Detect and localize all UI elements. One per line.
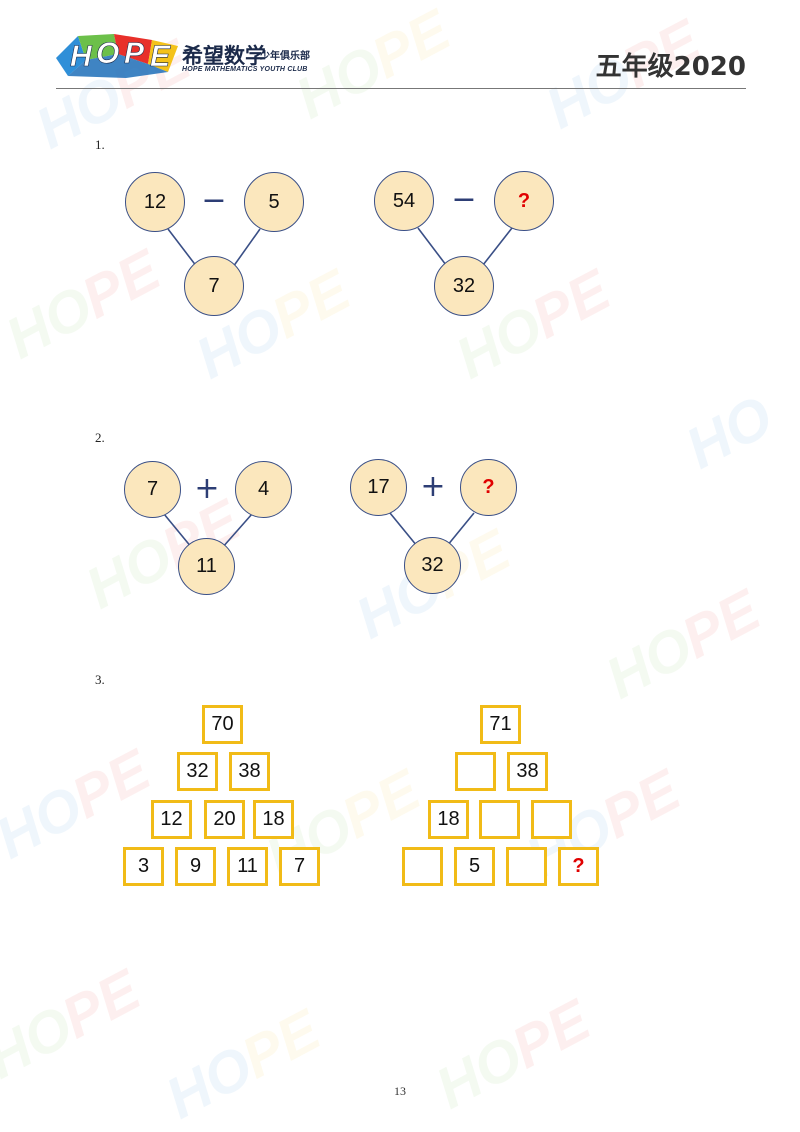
connector-line xyxy=(167,228,198,268)
pyramid-cell: 70 xyxy=(202,705,243,744)
logo-letter-e: E xyxy=(150,40,171,73)
figure-circle-left: 7 xyxy=(124,461,181,518)
connector-line xyxy=(482,227,513,266)
pyramid-cell: 11 xyxy=(227,847,268,886)
pyramid-cell: 18 xyxy=(253,800,294,839)
pyramid-cell: 18 xyxy=(428,800,469,839)
logo-letter-h: H xyxy=(70,40,93,73)
pyramid-cell: 38 xyxy=(229,752,270,791)
logo-letter-p: P xyxy=(124,37,145,70)
pyramid-cell-empty xyxy=(506,847,547,886)
figure-circle-bottom: 32 xyxy=(434,256,494,316)
hope-logo-icon: H O P E xyxy=(56,34,178,78)
page-number: 13 xyxy=(394,1084,406,1098)
problem-number: 3. xyxy=(95,672,105,687)
pyramid-cell-empty xyxy=(402,847,443,886)
connector-line xyxy=(389,512,418,547)
pyramid-cell: 9 xyxy=(175,847,216,886)
brand-name-en: HOPE MATHEMATICS YOUTH CLUB xyxy=(182,66,308,73)
plus-operator: + xyxy=(420,469,446,504)
pyramid-cell: 32 xyxy=(177,752,218,791)
pyramid-cell-empty xyxy=(479,800,520,839)
figure-circle-bottom: 7 xyxy=(184,256,244,316)
grade-title: 五年级2020 xyxy=(595,52,746,82)
problem-number: 1. xyxy=(95,137,105,152)
figure-circle-bottom: 32 xyxy=(404,537,461,594)
connector-line xyxy=(221,513,253,549)
problem-number: 2. xyxy=(95,430,105,445)
connector-line xyxy=(163,513,193,549)
pyramid-cell: 38 xyxy=(507,752,548,791)
logo-letter-o: O xyxy=(96,37,119,70)
header-divider xyxy=(56,88,746,89)
pyramid-cell: 5 xyxy=(454,847,495,886)
figure-circle-left: 17 xyxy=(350,459,407,516)
pyramid-cell-empty xyxy=(531,800,572,839)
figure-circle-right: 4 xyxy=(235,461,292,518)
minus-operator: − xyxy=(451,182,477,217)
connector-line xyxy=(417,227,447,266)
plus-operator: + xyxy=(194,471,220,506)
figure-circle-right: 5 xyxy=(244,172,304,232)
minus-operator: − xyxy=(201,183,227,218)
hope-logo: H O P E 希望数学 少年俱乐部 HOPE MATHEMATICS YOUT… xyxy=(56,30,316,86)
pyramid-cell-unknown: ? xyxy=(558,847,599,886)
pyramid-cell: 20 xyxy=(204,800,245,839)
brand-subtitle-cn: 少年俱乐部 xyxy=(260,51,310,62)
connector-line xyxy=(446,512,475,547)
brand-name-cn: 希望数学 xyxy=(182,44,266,68)
pyramid-cell: 71 xyxy=(480,705,521,744)
pyramid-cell: 7 xyxy=(279,847,320,886)
pyramid-cell-empty xyxy=(455,752,496,791)
pyramid-cell: 12 xyxy=(151,800,192,839)
pyramid-cell: 3 xyxy=(123,847,164,886)
connector-line xyxy=(232,228,261,268)
page-header: H O P E 希望数学 少年俱乐部 HOPE MATHEMATICS YOUT… xyxy=(0,0,800,92)
figure-circle-bottom: 11 xyxy=(178,538,235,595)
figure-circle-left: 12 xyxy=(125,172,185,232)
figure-circle-unknown: ? xyxy=(460,459,517,516)
figure-circle-left: 54 xyxy=(374,171,434,231)
figure-circle-unknown: ? xyxy=(494,171,554,231)
